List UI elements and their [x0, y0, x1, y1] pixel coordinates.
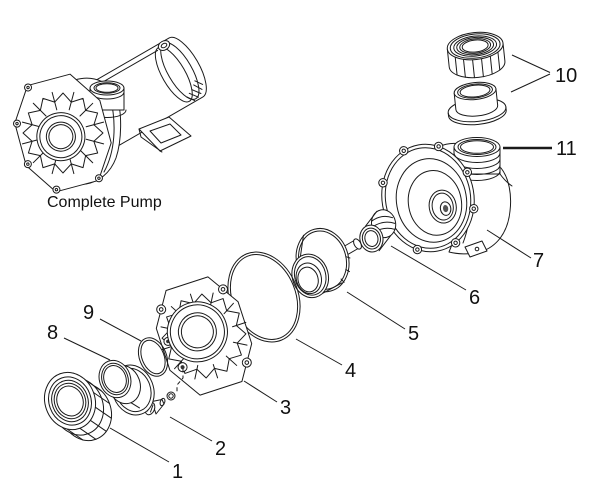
part-7-volute-housing [378, 137, 513, 258]
motor-vent-hatching [186, 80, 204, 102]
part-6-shaft-seal [359, 209, 397, 253]
leader-line-5 [346, 291, 406, 330]
part-9-o-ring-small [137, 337, 169, 377]
part-3-seal-plate [155, 276, 253, 396]
part-5-impeller [291, 228, 362, 299]
leader-line-6 [390, 245, 467, 291]
part-1-union-nut [43, 371, 113, 442]
figure-caption: Complete Pump [47, 194, 162, 211]
callout-labels: 1 2 3 4 5 6 7 8 9 10 11 [47, 65, 577, 483]
callout-10: 10 [555, 65, 577, 87]
leader-lines [63, 54, 552, 463]
callout-3: 3 [280, 397, 291, 419]
leader-line-2 [169, 416, 213, 442]
motor-foot [138, 116, 192, 153]
callout-11: 11 [556, 138, 577, 160]
callout-6: 6 [469, 287, 480, 309]
volute-front-flange [378, 141, 479, 255]
leader-line-3 [243, 380, 278, 403]
callout-2: 2 [215, 438, 226, 460]
callout-5: 5 [408, 323, 419, 345]
leader-line-8 [63, 337, 111, 361]
callout-1: 1 [172, 461, 183, 483]
complete-pump-drawing [12, 36, 207, 194]
leader-line-4 [295, 338, 343, 366]
union-tailpiece [447, 81, 507, 126]
lifting-eye-icon [157, 40, 171, 51]
union-nut-top [446, 31, 506, 79]
callout-7: 7 [533, 250, 544, 272]
part-11-discharge-port [438, 137, 513, 188]
leader-line-9 [99, 318, 142, 342]
callout-8: 8 [47, 322, 58, 344]
leader-line-1 [109, 427, 170, 463]
part-8-union-adapter [98, 359, 155, 416]
part-10-union-nut-and-tailpiece [446, 31, 507, 126]
callout-9: 9 [83, 302, 94, 324]
pump-wet-end [12, 73, 127, 194]
callout-4: 4 [345, 360, 356, 382]
leader-line-10 [510, 54, 551, 93]
leader-line-7 [486, 229, 532, 259]
